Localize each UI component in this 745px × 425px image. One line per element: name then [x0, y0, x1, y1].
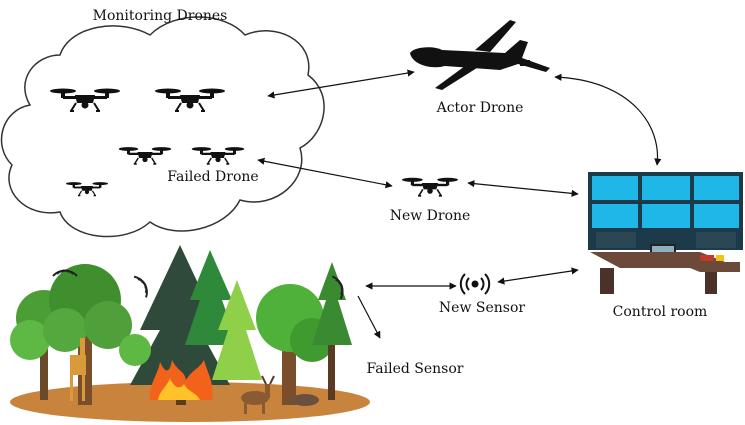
fixed-wing-uav-icon [410, 20, 550, 90]
label-control-room: Control room [613, 304, 708, 320]
arrow-newdrone-control [467, 180, 579, 197]
sensor-signal-2 [133, 272, 152, 299]
arrow-cloud-actor [267, 69, 415, 99]
label-new-sensor: New Sensor [439, 300, 525, 316]
arrow-failed-sensor [357, 295, 381, 339]
label-failed-sensor: Failed Sensor [367, 361, 464, 377]
label-new-drone: New Drone [390, 208, 471, 224]
new-sensor-icon [459, 273, 491, 295]
arrow-sensor-control [497, 267, 579, 285]
label-monitoring-drones: Monitoring Drones [93, 8, 228, 24]
arrow-actor-control [554, 73, 662, 166]
new-drone-icon [401, 177, 459, 197]
monitoring-cloud [0, 16, 325, 238]
label-failed-drone: Failed Drone [167, 169, 258, 185]
connection-arrows [257, 69, 662, 339]
arrow-failed-newdrone [257, 157, 393, 189]
label-actor-drone: Actor Drone [436, 100, 524, 116]
control-room-icon [588, 172, 743, 294]
forest-illustration [10, 245, 370, 422]
